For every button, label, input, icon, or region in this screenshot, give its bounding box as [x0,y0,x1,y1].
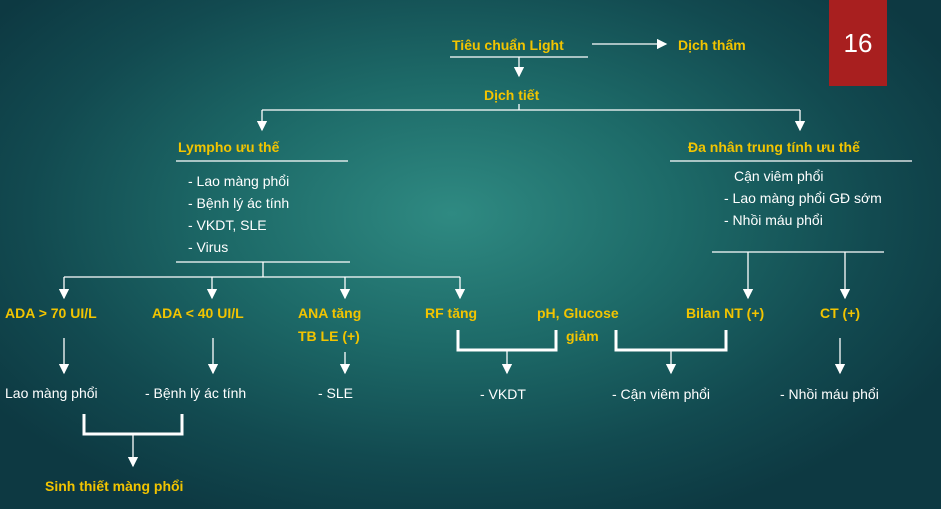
result-ra: - VKDT [480,386,526,402]
list-item: - Bệnh lý ác tính [188,195,290,211]
list-item: - Lao màng phổi GĐ sớm [724,190,882,206]
light-criteria-label: Tiêu chuẩn Light [452,37,564,53]
result-sle: - SLE [318,385,354,401]
list-item: - VKDT, SLE [188,217,267,233]
lympho-dominant-label: Lympho ưu thế [178,139,280,155]
result-malignancy: - Bệnh lý ác tính [145,385,247,401]
ada-high-label: ADA > 70 UI/L [5,305,97,321]
neutro-causes-list: Cận viêm phổi - Lao màng phổi GĐ sớm - N… [724,165,882,231]
list-item: - Nhồi máu phổi [724,212,823,228]
list-item: Cận viêm phổi [734,168,824,184]
ph-glucose-label: pH, Glucose [537,305,619,321]
result-pulmonary-infarct: - Nhồi máu phổi [780,386,879,402]
tb-le-label: TB LE (+) [298,328,360,344]
result-parapneumonic: - Cận viêm phổi [612,386,711,402]
neutrophil-dominant-label: Đa nhân trung tính ưu thế [688,139,860,155]
result-tb-pleuritis: Lao màng phổi [5,385,98,401]
ana-label: ANA tăng [298,305,362,321]
ada-low-label: ADA < 40 UI/L [152,305,244,321]
exudate-label: Dịch tiết [484,87,540,103]
pleural-biopsy-label: Sinh thiết màng phổi [45,478,184,494]
ph-glucose-low-label: giảm [566,328,599,344]
rf-label: RF tăng [425,305,478,321]
list-item: - Lao màng phổi [188,173,290,189]
lympho-causes-list: - Lao màng phổi - Bệnh lý ác tính - VKDT… [188,170,289,258]
transudate-label: Dịch thấm [678,37,746,53]
bilan-label: Bilan NT (+) [686,305,765,321]
list-item: - Virus [188,239,229,255]
ct-label: CT (+) [820,305,861,321]
slide-number-badge: 16 [829,0,887,86]
